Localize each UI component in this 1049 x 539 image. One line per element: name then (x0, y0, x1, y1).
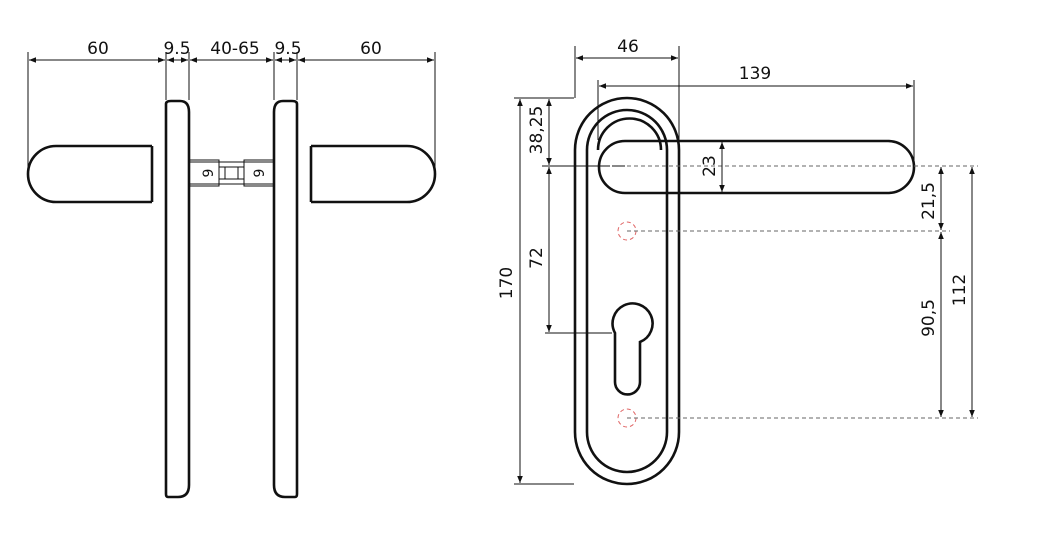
spindle-mark-right: 9 (252, 169, 268, 178)
dim-hole-spacing: 90,5 (919, 299, 939, 337)
right-plate (272, 99, 299, 499)
lever-rose (596, 117, 663, 151)
spindle-mark-left: 9 (201, 169, 217, 178)
left-lever (26, 144, 152, 204)
back-plate-outer (573, 96, 681, 486)
dim-total-height: 170 (497, 267, 517, 299)
dim-lever-to-hole: 21,5 (919, 182, 939, 220)
cylinder-key-hole (611, 302, 654, 396)
right-lever (311, 144, 437, 204)
dim-lever-to-bottom-hole: 112 (950, 274, 970, 306)
dim-lever-thickness: 23 (700, 155, 720, 177)
dim-plate-width: 46 (617, 37, 639, 57)
dim-lever-length: 139 (739, 64, 771, 84)
dim-lever-right: 60 (360, 39, 382, 59)
dim-lever-left: 60 (87, 39, 109, 59)
dim-plate-left: 9.5 (163, 39, 190, 59)
dim-plate-right: 9.5 (274, 39, 301, 59)
left-plate (164, 99, 191, 499)
dim-lever-to-lock: 72 (527, 247, 547, 269)
front-view: 46 139 170 38,25 72 23 21,5 90,5 112 (497, 37, 978, 486)
lever (597, 139, 916, 195)
back-plate-inner (585, 108, 669, 474)
dim-top-to-lever: 38,25 (527, 106, 547, 155)
spindle-left-block (188, 159, 220, 187)
dim-door: 40-65 (210, 39, 259, 59)
side-view: 9 9 60 9.5 40-65 9.5 60 (26, 39, 437, 499)
